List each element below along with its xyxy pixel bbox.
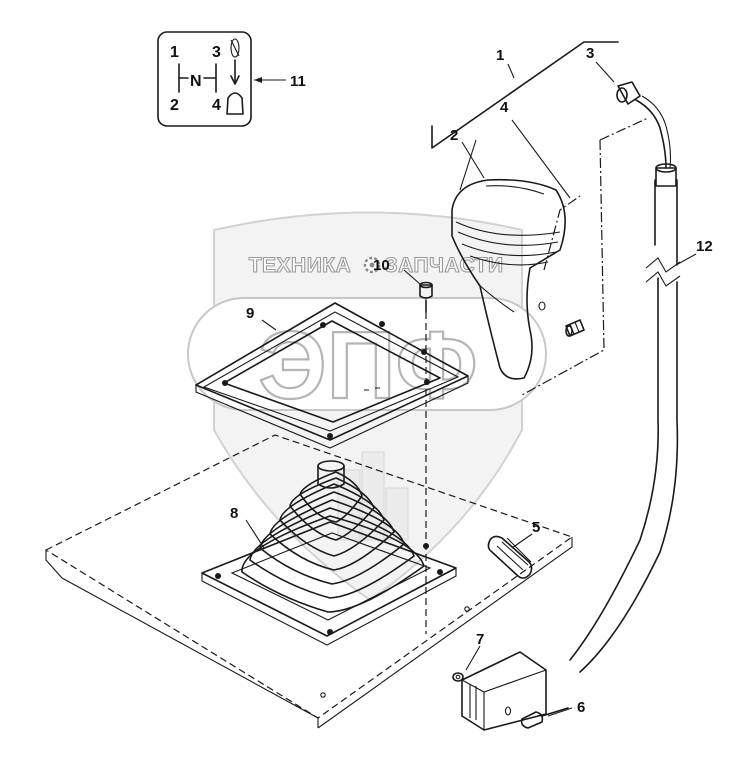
callout-3: 3 [586, 45, 594, 62]
callout-4: 4 [500, 99, 509, 116]
callout-8: 8 [230, 505, 238, 522]
assembly-lines [431, 41, 649, 396]
callout-leaders [245, 61, 697, 717]
callout-10: 10 [373, 257, 390, 274]
bolt-6 [520, 707, 569, 729]
shift-knob [451, 178, 566, 380]
callout-11: 11 [290, 73, 306, 90]
callout-9: 9 [246, 305, 254, 322]
set-screw-4 [565, 319, 585, 337]
mounting-bracket [461, 651, 547, 731]
shift-position-3: 3 [212, 44, 221, 61]
shift-neutral: N [190, 73, 202, 90]
shift-position-4: 4 [212, 97, 221, 114]
watermark-text-left: ТЕХНИКА [249, 254, 352, 277]
nut-7 [452, 672, 464, 682]
callout-12: 12 [696, 238, 713, 255]
screw-10 [419, 281, 433, 634]
lever-shaft-12 [569, 163, 681, 673]
callout-6: 6 [577, 699, 585, 716]
turtle-slow-icon [226, 92, 244, 115]
rabbit-fast-icon [230, 38, 240, 58]
callout-5: 5 [532, 519, 540, 536]
shift-position-2: 2 [170, 97, 179, 114]
shift-position-1: 1 [170, 44, 179, 61]
shift-boot [201, 460, 457, 646]
callout-labels: 1 2 3 4 5 6 7 8 9 10 12 [230, 45, 713, 716]
watermark-text-right: ЗАПЧАСТИ [384, 254, 503, 277]
frame-gasket [195, 302, 469, 449]
watermark: ЭПФ ТЕХНИКА ЗАПЧАСТИ [187, 211, 547, 602]
callout-1: 1 [496, 47, 504, 64]
shift-pattern-box: 1 2 N 3 4 11 [157, 31, 306, 127]
callout-7: 7 [476, 631, 484, 648]
floor-panel [44, 434, 574, 729]
gear-icon [363, 256, 381, 274]
callout-2: 2 [450, 127, 458, 144]
sleeve-5 [487, 535, 533, 579]
cable-connector-3 [616, 81, 672, 169]
